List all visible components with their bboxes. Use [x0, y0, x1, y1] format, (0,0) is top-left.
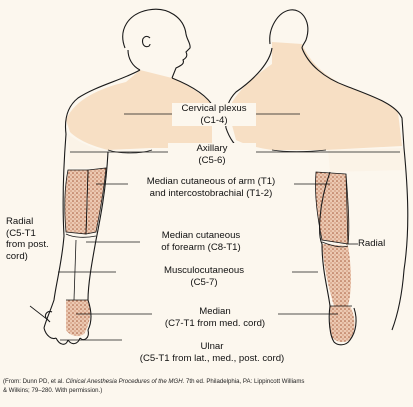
label-text: (C5-T1 from lat., med., post. cord) — [139, 352, 285, 364]
label-text: Radial — [358, 238, 386, 249]
label-text: Musculocutaneous — [164, 265, 244, 276]
citation-text: (From: Dunn PD, et al. — [3, 378, 66, 385]
label-text: (C5-7) — [190, 276, 218, 288]
back-outline — [224, 9, 409, 346]
label-text: Radial — [6, 216, 34, 227]
label-text: Ulnar — [200, 341, 224, 352]
front-outline — [43, 69, 215, 345]
leader-radial-left — [29, 305, 49, 321]
label-text: Median cutaneous of arm (T1) — [146, 176, 276, 187]
label-text: cord) — [6, 250, 28, 262]
label-radial-right: Radial — [356, 238, 400, 250]
back-cervical-region — [228, 42, 402, 150]
label-text: Median cutaneous — [161, 230, 241, 241]
label-text: (C5-T1 — [6, 227, 36, 239]
back-axillary-region — [328, 148, 406, 172]
front-figure — [122, 8, 191, 79]
label-axillary: Axillary (C5-6) — [168, 143, 256, 166]
label-median-cutaneous-arm: Median cutaneous of arm (T1) and interco… — [128, 176, 294, 199]
leader-lines — [29, 113, 400, 341]
front-cervical-region — [66, 70, 212, 150]
label-radial-left: Radial (C5-T1 from post. cord) — [4, 216, 58, 262]
label-ulnar: Ulnar (C5-T1 from lat., med., post. cord… — [120, 341, 304, 364]
back-radial-forearm-region — [322, 244, 351, 306]
citation-title: Clinical Anesthesia Procedures of the MG… — [65, 378, 185, 385]
label-text: Axillary — [196, 143, 228, 154]
source-citation: (From: Dunn PD, et al. Clinical Anesthes… — [3, 377, 409, 395]
label-cervical-plexus: Cervical plexus (C1-4) — [172, 103, 256, 126]
label-median-cutaneous-forearm: Median cutaneous of forearm (C8-T1) — [140, 230, 262, 253]
label-text: (C7-T1 from med. cord) — [164, 317, 266, 329]
citation-line-1: (From: Dunn PD, et al. Clinical Anesthes… — [3, 377, 409, 386]
label-text: from post. — [6, 239, 49, 250]
front-median-cutaneous-arm-region — [85, 167, 107, 235]
back-hand-region — [330, 306, 355, 342]
front-axillary-region — [68, 134, 108, 168]
label-text: (C1-4) — [200, 114, 228, 126]
label-text: Cervical plexus — [181, 103, 247, 114]
front-radial-arm-region — [64, 169, 89, 235]
label-text: and intercostobrachial (T1-2) — [149, 187, 273, 199]
label-text: Median — [199, 306, 231, 317]
front-hand-median-region — [66, 300, 91, 337]
label-text: (C5-6) — [198, 154, 226, 166]
back-radial-arm-region — [315, 171, 350, 245]
label-musculocutaneous: Musculocutaneous (C5-7) — [116, 265, 292, 288]
label-text: of forearm (C8-T1) — [161, 241, 241, 253]
label-median: Median (C7-T1 from med. cord) — [152, 306, 278, 329]
citation-text: 7th ed. Philadelphia, PA: Lippincott Wil… — [184, 378, 305, 385]
citation-line-2: & Wilkins; 79–280. With permission.) — [3, 387, 103, 394]
